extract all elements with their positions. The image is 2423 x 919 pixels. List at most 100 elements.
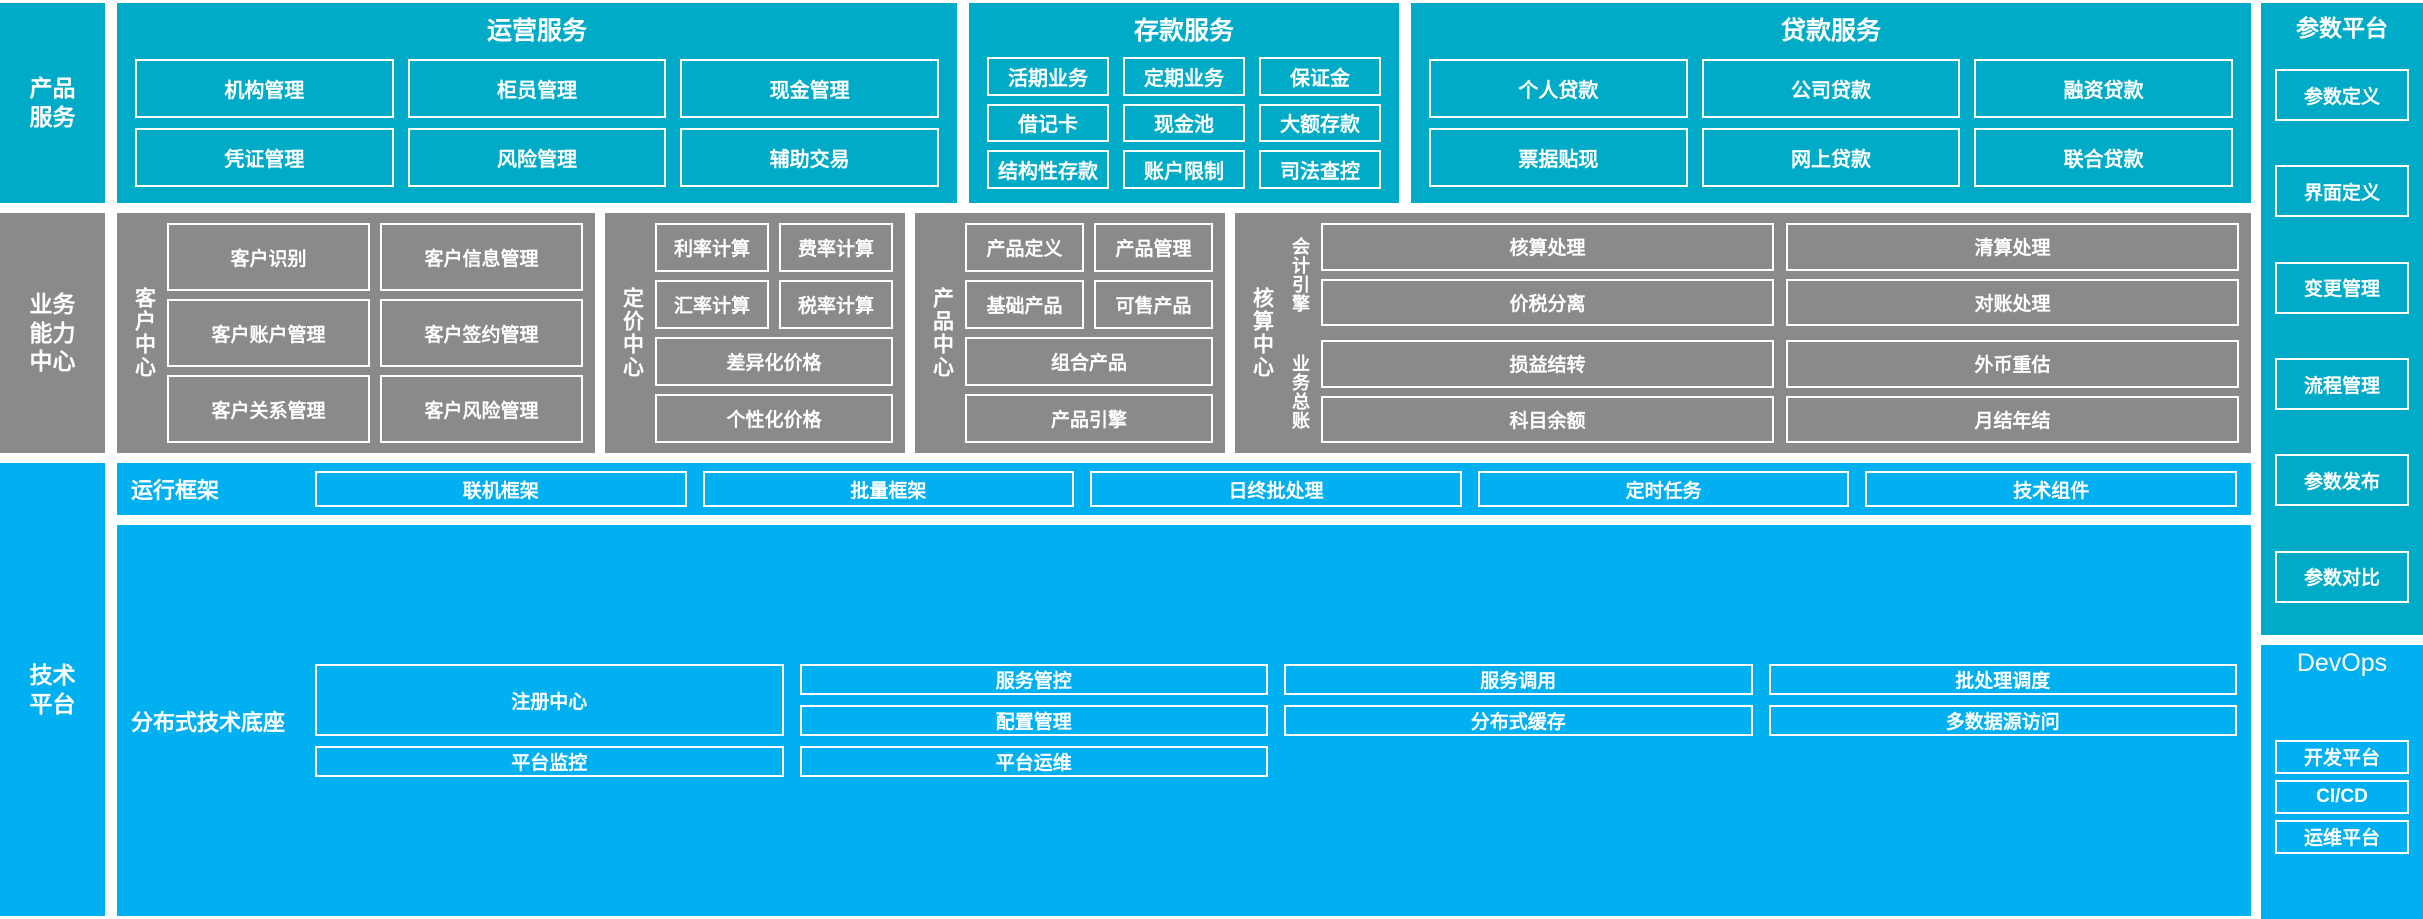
tech-chip[interactable]: 技术组件 — [1865, 471, 2237, 507]
capability-chip[interactable]: 产品定义 — [965, 223, 1084, 272]
group-devops: DevOps 开发平台 CI/CD 运维平台 — [2261, 645, 2423, 919]
capability-chip[interactable]: 产品引擎 — [965, 394, 1213, 443]
param-chip[interactable]: 流程管理 — [2275, 358, 2409, 411]
service-chip[interactable]: 网上贷款 — [1701, 128, 1961, 187]
subgroup-label: 业务总账 — [1290, 353, 1310, 430]
param-chip[interactable]: 参数定义 — [2275, 69, 2409, 122]
band-label-product-services: 产品 服务 — [0, 3, 105, 203]
group-title: 运营服务 — [486, 17, 587, 45]
tech-chip[interactable]: 批处理调度 — [1768, 664, 2237, 695]
center-accounting: 核算中心 会计引擎 核算处理 清算处理 价税分离 对账处理 业务总账 — [1235, 213, 2251, 453]
tech-chip[interactable]: 批量框架 — [702, 471, 1075, 507]
strip-distributed-base: 分布式技术底座 注册中心 服务管控 服务调用 批处理调度 配置管理 分布式缓存 … — [117, 525, 2251, 916]
service-chip[interactable]: 借记卡 — [987, 103, 1109, 143]
service-chip[interactable]: 活期业务 — [987, 57, 1109, 96]
service-chip[interactable]: 保证金 — [1259, 57, 1381, 96]
service-chip[interactable]: 凭证管理 — [135, 128, 394, 187]
rail-line: 产品 — [29, 75, 76, 102]
tech-chip[interactable]: 配置管理 — [799, 705, 1268, 736]
band-label-technology-platform: 技术 平台 — [0, 463, 105, 916]
rail-line: 能力 — [29, 319, 76, 346]
tech-chip[interactable]: 联机框架 — [315, 471, 687, 507]
tech-chip[interactable]: 服务调用 — [1284, 664, 1753, 695]
capability-chip[interactable]: 外币重估 — [1786, 340, 2239, 388]
center-pricing: 定价中心 利率计算 费率计算 汇率计算 税率计算 差异化价格 个性化价格 — [605, 213, 905, 453]
capability-chip[interactable]: 税率计算 — [779, 280, 893, 329]
devops-chip[interactable]: 开发平台 — [2275, 739, 2409, 774]
capability-chip[interactable]: 客户关系管理 — [167, 375, 370, 443]
capability-chip[interactable]: 可售产品 — [1094, 280, 1213, 329]
service-chip[interactable]: 风险管理 — [407, 128, 667, 187]
center-label: 定价中心 — [620, 287, 644, 379]
rail-line: 技术 — [29, 661, 76, 688]
group-operation-services: 运营服务 机构管理 柜员管理 现金管理 凭证管理 风险管理 辅助交易 — [117, 3, 957, 203]
band-label-business-capability: 业务 能力 中心 — [0, 213, 105, 453]
strip-label: 运行框架 — [131, 478, 220, 503]
service-chip[interactable]: 公司贷款 — [1701, 59, 1961, 118]
tech-chip[interactable]: 定时任务 — [1477, 471, 1850, 507]
subgroup-accounting-engine: 会计引擎 核算处理 清算处理 价税分离 对账处理 — [1285, 223, 2239, 326]
param-chip[interactable]: 参数发布 — [2275, 454, 2409, 507]
capability-chip[interactable]: 客户识别 — [167, 223, 370, 291]
service-chip[interactable]: 个人贷款 — [1429, 59, 1688, 118]
capability-chip[interactable]: 客户信息管理 — [380, 223, 583, 291]
service-chip[interactable]: 票据贴现 — [1429, 128, 1688, 187]
group-title: 存款服务 — [1133, 17, 1234, 45]
strip-label: 分布式技术底座 — [131, 709, 286, 735]
center-label: 核算中心 — [1250, 287, 1274, 379]
capability-chip[interactable]: 差异化价格 — [655, 337, 893, 386]
group-loan-services: 贷款服务 个人贷款 公司贷款 融资贷款 票据贴现 网上贷款 联合贷款 — [1411, 3, 2251, 203]
tech-chip-registry-center[interactable]: 注册中心 — [315, 664, 784, 736]
service-chip[interactable]: 柜员管理 — [407, 59, 667, 118]
service-chip[interactable]: 大额存款 — [1259, 103, 1381, 143]
service-chip[interactable]: 现金管理 — [680, 59, 939, 118]
tech-chip[interactable]: 分布式缓存 — [1284, 705, 1753, 736]
capability-chip[interactable]: 费率计算 — [779, 223, 893, 272]
tech-chip[interactable]: 多数据源访问 — [1768, 705, 2237, 736]
rail-line: 中心 — [29, 348, 76, 375]
group-deposit-services: 存款服务 活期业务 定期业务 保证金 借记卡 现金池 大额存款 结构性存款 账户… — [969, 3, 1399, 203]
service-chip[interactable]: 辅助交易 — [680, 128, 939, 187]
capability-chip[interactable]: 对账处理 — [1786, 278, 2239, 326]
capability-chip[interactable]: 价税分离 — [1321, 278, 1774, 326]
param-chip[interactable]: 变更管理 — [2275, 261, 2409, 314]
capability-chip[interactable]: 清算处理 — [1786, 223, 2239, 271]
strip-runtime-framework: 运行框架 联机框架 批量框架 日终批处理 定时任务 技术组件 — [117, 463, 2251, 515]
service-chip[interactable]: 定期业务 — [1123, 57, 1245, 96]
capability-chip[interactable]: 核算处理 — [1321, 223, 1774, 271]
capability-chip[interactable]: 客户风险管理 — [380, 375, 583, 443]
capability-chip[interactable]: 组合产品 — [965, 337, 1213, 386]
devops-chip[interactable]: CI/CD — [2275, 779, 2409, 814]
tech-chip[interactable]: 平台运维 — [799, 746, 1268, 777]
capability-chip[interactable]: 客户账户管理 — [167, 299, 370, 367]
center-product: 产品中心 产品定义 产品管理 基础产品 可售产品 组合产品 产品引擎 — [915, 213, 1225, 453]
capability-chip[interactable]: 科目余额 — [1321, 395, 1774, 443]
service-chip[interactable]: 机构管理 — [135, 59, 394, 118]
capability-chip[interactable]: 月结年结 — [1786, 395, 2239, 443]
capability-chip[interactable]: 产品管理 — [1094, 223, 1213, 272]
tech-chip[interactable]: 服务管控 — [799, 664, 1268, 695]
capability-chip[interactable]: 汇率计算 — [655, 280, 769, 329]
capability-chip[interactable]: 客户签约管理 — [380, 299, 583, 367]
tech-chip[interactable]: 日终批处理 — [1090, 471, 1462, 507]
capability-chip[interactable]: 基础产品 — [965, 280, 1084, 329]
right-column: 参数平台 参数定义 界面定义 变更管理 流程管理 参数发布 参数对比 DevOp… — [2261, 3, 2423, 919]
service-chip[interactable]: 司法查控 — [1259, 150, 1381, 189]
param-chip[interactable]: 参数对比 — [2275, 550, 2409, 603]
devops-chip[interactable]: 运维平台 — [2275, 819, 2409, 854]
capability-chip[interactable]: 利率计算 — [655, 223, 769, 272]
service-chip[interactable]: 结构性存款 — [987, 150, 1109, 189]
capability-chip[interactable]: 个性化价格 — [655, 394, 893, 443]
rail-line: 服务 — [29, 104, 76, 130]
service-chip[interactable]: 账户限制 — [1123, 150, 1245, 189]
band-business-capability: 业务 能力 中心 客户中心 客户识别 客户信息管理 客户账户管理 客户签约管理 — [0, 213, 2423, 453]
group-parameter-platform: 参数平台 参数定义 界面定义 变更管理 流程管理 参数发布 参数对比 — [2261, 3, 2423, 635]
service-chip[interactable]: 融资贷款 — [1974, 59, 2233, 118]
tech-chip[interactable]: 平台监控 — [315, 746, 784, 777]
subgroup-label: 会计引擎 — [1290, 236, 1310, 313]
capability-chip[interactable]: 损益结转 — [1321, 340, 1774, 388]
param-chip[interactable]: 界面定义 — [2275, 165, 2409, 218]
service-chip[interactable]: 现金池 — [1123, 103, 1245, 143]
service-chip[interactable]: 联合贷款 — [1974, 128, 2233, 187]
